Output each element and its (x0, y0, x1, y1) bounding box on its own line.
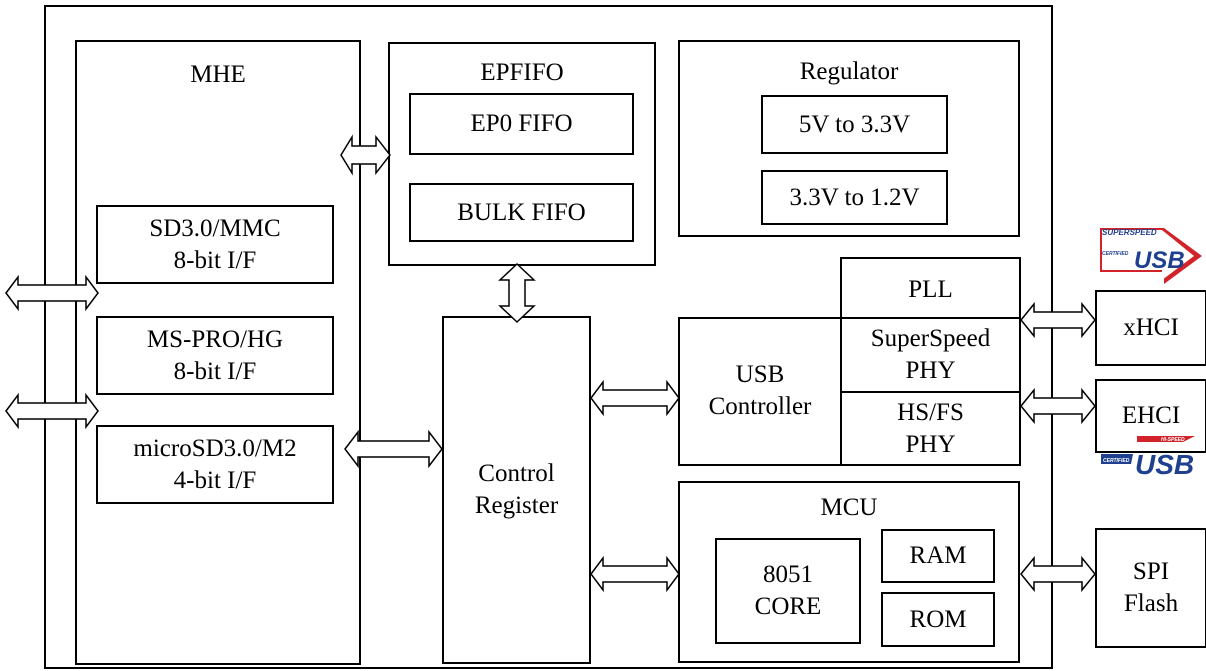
ep0-fifo-label: EP0 FIFO (470, 110, 573, 137)
regulator-5v-label: 5V to 3.3V (798, 110, 911, 138)
hispeed-logo-mark: USB (1135, 449, 1194, 480)
superspeed-usb-logo: SUPERSPEED CERTIFIED USB (1100, 228, 1202, 284)
usb-controller-label: USB Controller (680, 355, 840, 427)
sd-line1: SD3.0/MMC (149, 214, 281, 242)
control-line1: Control (478, 460, 555, 487)
spi-line2: Flash (1123, 590, 1179, 617)
superspeed-logo-sub: CERTIFIED (1102, 251, 1129, 257)
epfifo-title: EPFIFO (480, 59, 564, 86)
ram-label: RAM (909, 542, 967, 569)
microsd-interface: microSD3.0/M2 4-bit I/F (96, 425, 334, 504)
core-line2: CORE (754, 593, 822, 620)
usb-line1: USB (735, 361, 785, 388)
superspeed-logo-top: SUPERSPEED (1102, 228, 1157, 237)
spi-flash: SPI Flash (1095, 528, 1206, 648)
hsfs-phy-line2: PHY (905, 430, 956, 458)
pll-label: PLL (908, 276, 953, 303)
xhci-host: xHCI (1095, 290, 1206, 366)
sd-mmc-interface: SD3.0/MMC 8-bit I/F (96, 205, 334, 284)
ms-line1: MS-PRO/HG (146, 325, 284, 353)
hispeed-logo-swoosh (1137, 436, 1195, 442)
superspeed-phy: SuperSpeed PHY (840, 317, 1021, 393)
mhe-title: MHE (190, 61, 246, 88)
xhci-label: xHCI (1123, 314, 1179, 341)
bulk-fifo: BULK FIFO (409, 183, 634, 242)
spi-line1: SPI (1132, 558, 1170, 585)
sd-line2: 8-bit I/F (173, 246, 257, 274)
hsfs-phy-line1: HS/FS (897, 398, 964, 426)
pll-block: PLL (840, 257, 1021, 319)
superspeed-logo-mark: USB (1134, 247, 1185, 274)
superspeed-logo-panel (1102, 230, 1194, 280)
ehci-label: EHCI (1121, 402, 1181, 429)
control-register: Control Register (442, 316, 591, 664)
rom-block: ROM (881, 592, 995, 647)
hispeed-logo-bar (1101, 454, 1133, 464)
core-line1: 8051 (763, 561, 813, 588)
regulator-5v-3v3: 5V to 3.3V (761, 95, 948, 154)
ram-block: RAM (881, 529, 995, 583)
core-8051: 8051 CORE (715, 538, 861, 644)
regulator-title: Regulator (799, 58, 899, 85)
control-line2: Register (474, 492, 559, 519)
ss-phy-line1: SuperSpeed (870, 325, 991, 352)
ms-line2: 8-bit I/F (173, 357, 257, 385)
hispeed-logo-sub: CERTIFIED (1103, 458, 1130, 464)
mcu-title: MCU (820, 494, 878, 521)
ep0-fifo: EP0 FIFO (409, 93, 634, 155)
hsfs-phy: HS/FS PHY (840, 391, 1021, 466)
usb-line2: Controller (708, 393, 812, 420)
micro-line2: 4-bit I/F (173, 466, 257, 494)
regulator-3v3-label: 3.3V to 1.2V (789, 183, 920, 211)
ss-phy-line2: PHY (905, 357, 956, 384)
regulator-3v3-1v2: 3.3V to 1.2V (761, 170, 948, 225)
hispeed-logo-top: HI-SPEED (1161, 437, 1185, 443)
bulk-fifo-label: BULK FIFO (457, 198, 586, 226)
rom-label: ROM (909, 605, 967, 633)
hispeed-usb-logo: HI-SPEED CERTIFIED USB (1101, 436, 1195, 480)
micro-line1: microSD3.0/M2 (133, 434, 297, 462)
ms-pro-interface: MS-PRO/HG 8-bit I/F (96, 316, 334, 395)
